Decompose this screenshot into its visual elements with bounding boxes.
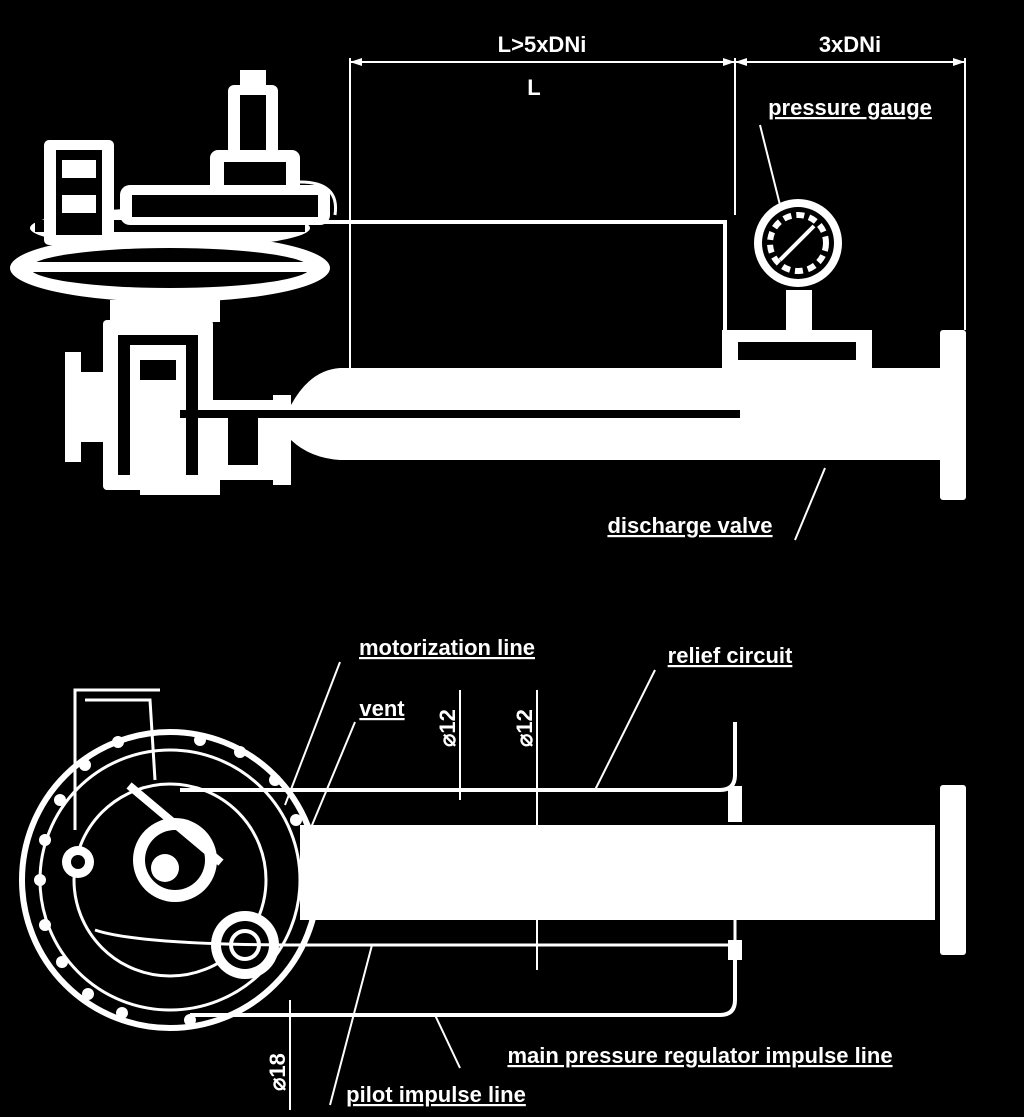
discharge-valve-leader — [794, 467, 826, 541]
dimension-lines — [349, 58, 966, 370]
upstream-length-dimension: L>5xDNi — [498, 32, 587, 57]
diameter-12-b-label: ⌀12 — [512, 709, 537, 747]
relief-circuit-label: relief circuit — [668, 643, 793, 668]
diameter-18-label: ⌀18 — [265, 1053, 290, 1091]
pilot-impulse-line — [94, 920, 737, 947]
discharge-valve-label: discharge valve — [607, 513, 772, 538]
outlet-flange — [940, 330, 966, 500]
inlet-flange — [65, 352, 81, 462]
length-symbol: L — [527, 75, 540, 100]
pressure-gauge-label: pressure gauge — [768, 95, 932, 120]
outlet-pipe-plan — [300, 785, 966, 955]
main-impulse-line-leader — [434, 1014, 461, 1069]
outlet-pipe — [180, 290, 966, 500]
pilot-impulse-line-label: pilot impulse line — [346, 1082, 526, 1107]
side-pilot-tube — [73, 688, 160, 830]
vent-leader — [309, 721, 356, 831]
main-impulse-line-label: main pressure regulator impulse line — [507, 1043, 892, 1068]
diameter-12-a-label: ⌀12 — [435, 709, 460, 747]
gauge-impulse-line — [310, 220, 727, 340]
motorization-line-leader — [284, 661, 341, 806]
pressure-regulator — [10, 70, 330, 495]
pressure-gauge-leader — [759, 124, 781, 206]
pilot-impulse-line-leader — [329, 944, 373, 1106]
main-impulse-line — [190, 945, 737, 1017]
pressure-gauge — [754, 199, 842, 287]
relief-circuit-leader — [594, 669, 656, 791]
vent-label: vent — [359, 696, 405, 721]
outlet-flange-plan — [940, 785, 966, 955]
motorization-line-label: motorization line — [359, 635, 535, 660]
downstream-length-dimension: 3xDNi — [819, 32, 881, 57]
plan-view: ⌀12 ⌀12 ⌀18 motorization line relief cir… — [19, 635, 966, 1110]
side-elevation-view: L>5xDNi 3xDNi L — [10, 32, 966, 541]
diaphragm-casing-plan — [19, 729, 321, 1031]
